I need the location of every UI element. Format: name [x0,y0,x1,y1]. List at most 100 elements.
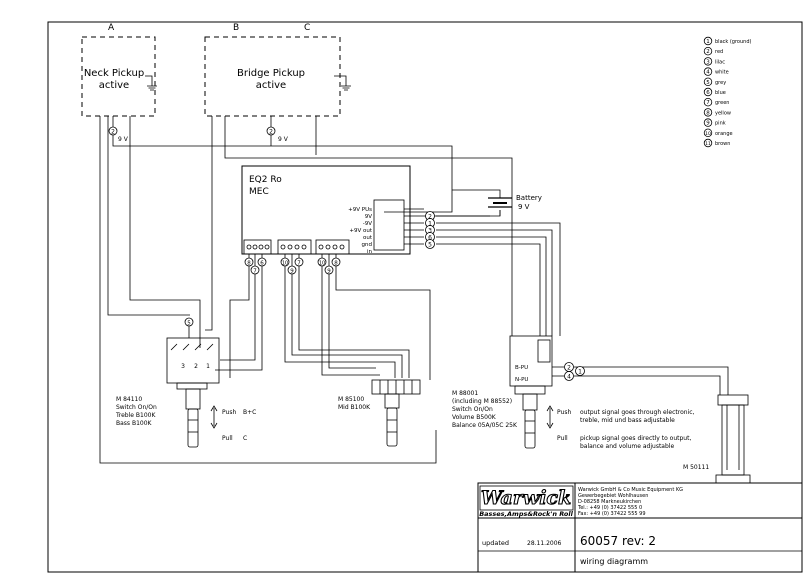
bridge-pickup-title: Bridge Pickup [237,68,305,79]
preamp-wire-numbers: 2 1 3 6 5 [425,211,435,249]
pot-connectors [243,239,350,255]
ground-icon [334,75,351,91]
legend-number: 8 [706,110,710,116]
preamp-subtitle: MEC [249,187,269,197]
battery-label: Battery [516,194,542,202]
neck-pickup-letter: A [108,23,115,33]
svg-text:10: 10 [319,261,325,267]
pull-value: C [243,435,247,442]
legend-color: black (ground) [715,39,752,45]
legend-color: blue [715,90,726,96]
neck-pickup-title: Neck Pickup [84,68,144,79]
legend-item: 2 red [703,47,723,56]
svg-text:in: in [367,249,373,255]
svg-text:(including M 88552): (including M 88552) [452,398,512,405]
legend-number: 1 [706,39,710,45]
svg-text:Warwick: Warwick [481,487,571,509]
pickup-wires [99,116,513,464]
pull-label: Pull [222,435,233,442]
bridge-pickup-letter-b: B [233,23,239,33]
npu-label: N-PU [515,377,528,383]
switch-notes: output signal goes through electronic, t… [580,409,695,450]
pull2-label: Pull [557,435,568,442]
drawing-number: 60057 rev: 2 [580,534,656,548]
legend-item: 3 lilac [703,57,725,66]
svg-text:7: 7 [297,261,301,267]
legend-color: white [715,70,729,76]
bpu-label: B-PU [515,365,528,371]
bridge-pickup-sub: active [256,80,286,91]
svg-text:Tel.: +49 (0) 37422 555 0: Tel.: +49 (0) 37422 555 0 [577,505,642,511]
svg-text:M 85100: M 85100 [338,396,364,403]
svg-text:2: 2 [111,129,115,136]
svg-text:8: 8 [247,261,251,267]
svg-text:2: 2 [428,214,432,221]
svg-text:2: 2 [567,365,571,372]
updated-label: updated [482,539,509,547]
svg-text:9: 9 [327,269,331,275]
connector-wire-numbers: 8 7 6 10 9 7 10 9 8 [244,257,341,275]
svg-text:8: 8 [334,261,338,267]
legend-number: 10 [705,131,711,137]
ground-icon [145,75,157,91]
legend-item: 1 black (ground) [703,36,752,46]
svg-text:Balance 05A/05C 25K: Balance 05A/05C 25K [452,422,518,429]
neck-pickup: A Neck Pickup active 2 9 V [81,23,157,143]
legend-color: red [715,49,723,55]
legend-color: grey [715,80,726,86]
svg-text:Treble B100K: Treble B100K [115,412,156,419]
legend-number: 2 [706,49,710,55]
svg-text:7: 7 [253,269,257,275]
svg-text:balance and volume adjustable: balance and volume adjustable [580,443,674,450]
svg-text:5: 5 [187,321,191,327]
legend-number: 9 [706,121,710,127]
svg-text:5: 5 [428,242,432,249]
neck-voltage: 9 V [118,136,129,143]
svg-text:Gewerbegebiet Wohlhausen: Gewerbegebiet Wohlhausen [578,493,648,499]
svg-text:2: 2 [194,363,198,370]
legend-number: 5 [706,80,710,86]
bridge-pickup: B C Bridge Pickup active 2 9 V [204,23,351,143]
legend-color: brown [715,141,730,147]
svg-text:+9V out: +9V out [349,228,372,234]
bridge-voltage: 9 V [278,136,289,143]
svg-text:Switch On/On: Switch On/On [452,406,493,413]
svg-text:pickup signal goes directly to: pickup signal goes directly to output, [580,435,691,442]
drawing-frame [47,21,803,573]
svg-text:Fax: +49 (0) 37422 555 99: Fax: +49 (0) 37422 555 99 [578,511,646,517]
legend-number: 7 [706,100,710,106]
svg-text:9V: 9V [365,214,372,220]
svg-text:6: 6 [260,261,264,267]
drawing-title: wiring diagramm [580,557,648,566]
svg-text:+9V PUs: +9V PUs [348,207,372,213]
jack-label: M 50111 [683,464,709,471]
svg-text:M 84110: M 84110 [116,396,142,403]
svg-text:Warwick GmbH & Co Music Equipm: Warwick GmbH & Co Music Equipment KG [578,487,683,493]
pot-m85100: M 85100 Mid B100K [338,379,421,447]
preamp-pin-labels: +9V PUs 9V -9V +9V out out gnd in [348,207,373,255]
svg-text:Switch On/On: Switch On/On [116,404,157,411]
legend-color: green [715,100,729,106]
push-label: Push [222,409,236,416]
legend-color: yellow [715,110,731,116]
updated-date: 28.11.2006 [527,540,562,547]
push2-label: Push [557,409,571,416]
pot-m84110: 3 2 1 5 M 84110 Switch On/On Treble B100… [115,317,256,448]
svg-text:M 88001: M 88001 [452,390,478,397]
svg-text:4: 4 [567,374,571,381]
output-wires: 2 4 1 [552,362,729,395]
pot-m88001: B-PU N-PU M 88001 (including M 88552) Sw… [452,335,571,449]
preamp-title: EQ2 Ro [249,175,282,185]
legend-color: lilac [715,59,725,65]
battery: Battery 9 V [452,189,542,216]
warwick-logo: Warwick Basses,Amps&Rock'n Roll [479,485,574,518]
svg-text:2: 2 [269,129,273,136]
legend-number: 3 [706,59,710,65]
svg-text:9: 9 [290,269,294,275]
svg-text:treble, mid und bass adjustabl: treble, mid und bass adjustable [580,417,675,424]
legend-color: orange [715,131,733,137]
